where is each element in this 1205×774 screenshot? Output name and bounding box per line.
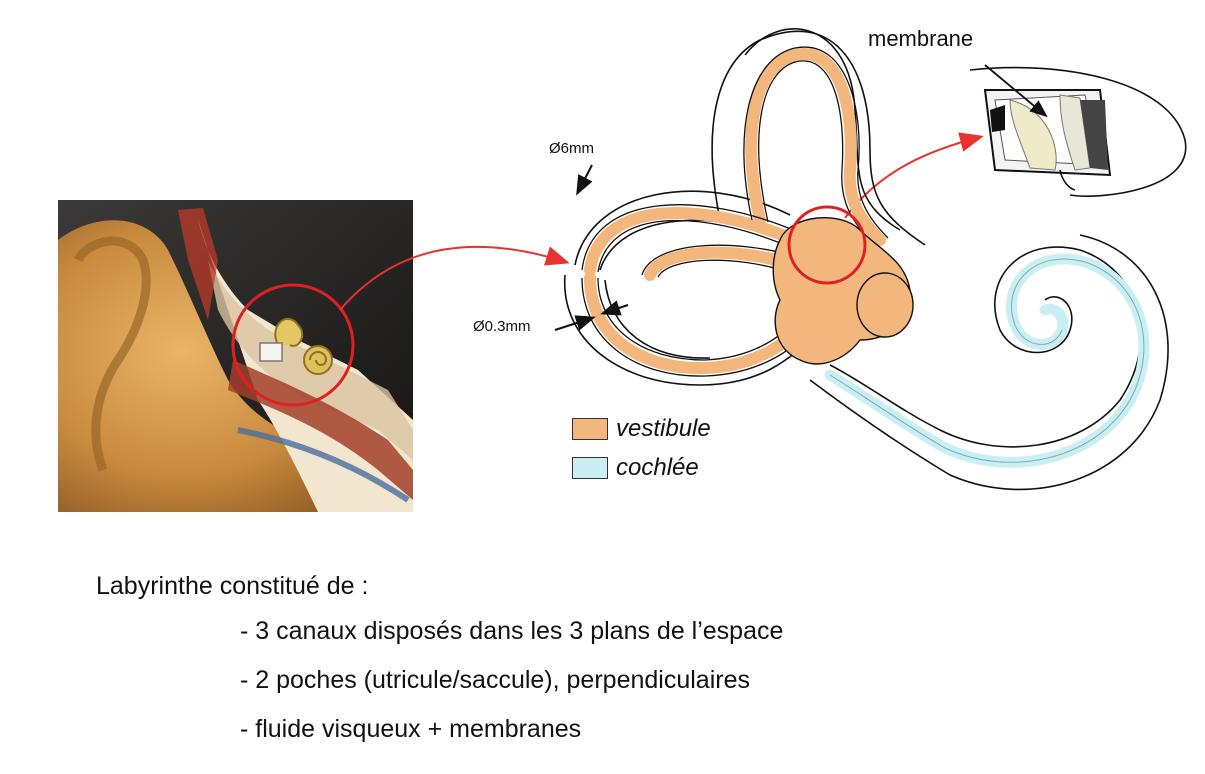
- list-item: - 3 canaux disposés dans les 3 plans de …: [240, 617, 783, 666]
- legend-swatch-cochlea: [572, 457, 608, 479]
- d6-arrow: [578, 165, 592, 192]
- membrane-inset: [970, 65, 1186, 196]
- legend-item-cochlea: cochlée: [572, 454, 699, 482]
- zoom-arrow-1: [340, 247, 566, 310]
- canal-diameter-label: Ø6mm: [549, 140, 594, 157]
- legend-item-vestibule: vestibule: [572, 415, 711, 443]
- list-item: - 2 poches (utricule/saccule), perpendic…: [240, 666, 783, 715]
- list-item: - fluide visqueux + membranes: [240, 715, 783, 764]
- d03-arrow-2: [604, 305, 628, 313]
- text-list: - 3 canaux disposés dans les 3 plans de …: [240, 617, 783, 764]
- legend-label-cochlea: cochlée: [616, 454, 699, 482]
- membrane-label: membrane: [868, 26, 973, 52]
- text-heading: Labyrinthe constitué de :: [96, 572, 368, 601]
- inner-diameter-label: Ø0.3mm: [473, 318, 531, 335]
- legend-label-vestibule: vestibule: [616, 415, 711, 443]
- zoom-arrow-2: [845, 137, 980, 218]
- legend-swatch-vestibule: [572, 418, 608, 440]
